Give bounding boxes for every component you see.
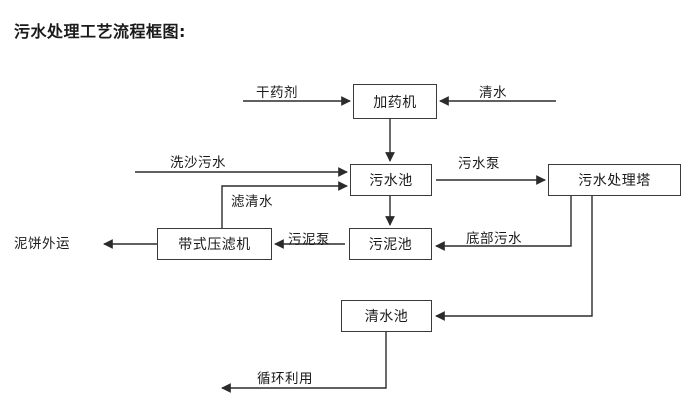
edge-label-sludge-pump: 污泥泵: [288, 232, 330, 248]
node-label: 清水池: [364, 309, 409, 325]
node-clearwater-pool[interactable]: 清水池: [341, 300, 432, 332]
node-label: 污水池: [369, 173, 413, 189]
terminal-recycle-reuse: 循环利用: [257, 371, 313, 387]
node-label: 污泥池: [368, 237, 413, 253]
edge-label-filtered-clear-water: 滤清水: [231, 194, 273, 210]
node-belt-filter-press[interactable]: 带式压滤机: [157, 228, 272, 260]
node-dosing-machine[interactable]: 加药机: [353, 84, 437, 119]
node-wastewater-pool[interactable]: 污水池: [350, 164, 432, 196]
node-label: 带式压滤机: [178, 237, 251, 253]
terminal-dry-chemical: 干药剂: [256, 85, 298, 101]
page-title: 污水处理工艺流程框图:: [14, 22, 186, 41]
edge-label-wastewater-pump: 污水泵: [458, 156, 500, 172]
edge-tower-to-sludge: [435, 196, 572, 251]
edge-label-bottom-wastewater: 底部污水: [466, 231, 522, 247]
terminal-sand-wash-water: 洗沙污水: [170, 155, 226, 171]
terminal-mud-cake-out: 泥饼外运: [14, 236, 70, 252]
edge-press-to-wastewater-pool: [221, 181, 348, 228]
node-label: 污水处理塔: [578, 173, 651, 189]
node-label: 加药机: [373, 94, 417, 111]
terminal-clean-water: 清水: [479, 85, 507, 101]
edge-clearwater-to-recycle: [221, 332, 387, 393]
node-treatment-tower[interactable]: 污水处理塔: [548, 164, 681, 196]
edge-tower-to-clearwater: [435, 196, 593, 321]
node-sludge-pool[interactable]: 污泥池: [349, 228, 432, 260]
